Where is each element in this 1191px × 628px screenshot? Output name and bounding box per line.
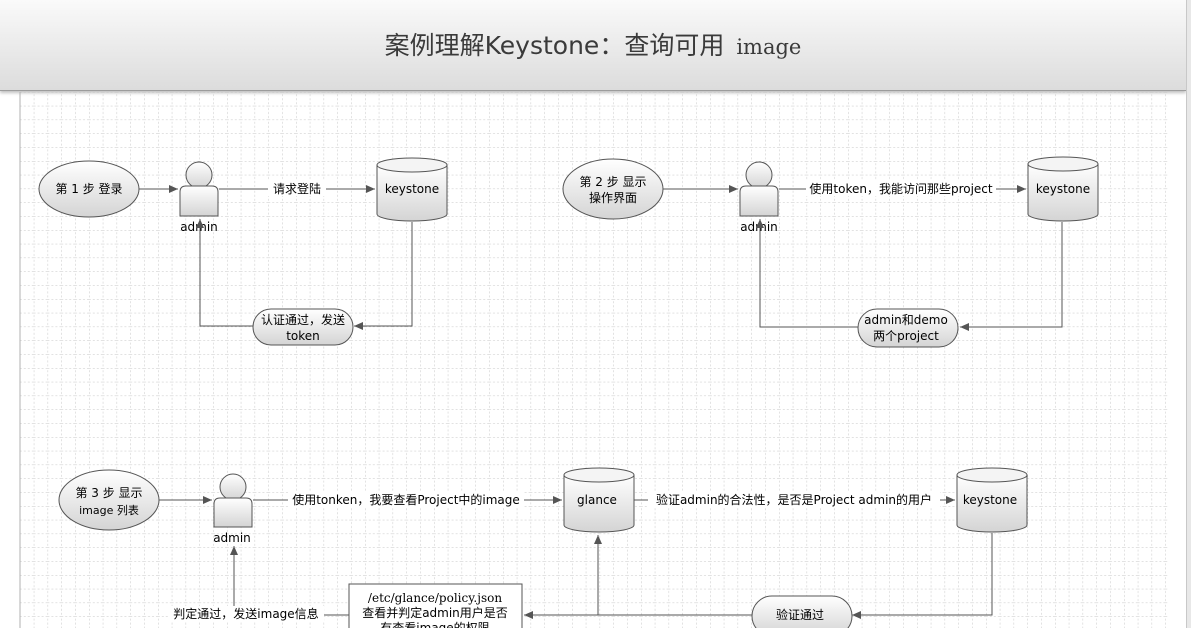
step1-keystone-cylinder[interactable] <box>376 157 448 222</box>
step1-actor-icon[interactable] <box>179 161 219 217</box>
step3-label-line2: image 列表 <box>79 503 139 517</box>
step3-request-label: 使用tonken，我要查看Project中的image <box>292 492 520 507</box>
step3-policy-line2: 查看并判定admin用户是否 <box>362 605 508 620</box>
step3-group: 第 3 步 显示 image 列表 admin glance keystone … <box>58 467 1028 628</box>
step1-arrow-back <box>196 219 253 327</box>
step2-ellipse[interactable] <box>562 158 664 220</box>
step2-group: 第 2 步 显示 操作界面 admin keystone 使用token，我能访… <box>562 156 1099 348</box>
step2-keystone-cylinder[interactable] <box>1027 156 1099 222</box>
step1-actor-label: admin <box>180 220 218 234</box>
step3-final-label-bg <box>168 606 324 622</box>
step2-keystone-label: keystone <box>1036 182 1090 196</box>
step2-label-line1: 第 2 步 显示 <box>579 175 646 189</box>
step2-label-line2: 操作界面 <box>589 190 637 205</box>
right-scroll-edge <box>1186 0 1191 628</box>
step2-actor-icon[interactable] <box>739 161 779 217</box>
step1-request-label: 请求登陆 <box>273 181 321 196</box>
step3-glance-label: glance <box>577 493 617 507</box>
step3-verify-label: 验证admin的合法性，是否是Project admin的用户 <box>656 492 932 507</box>
step2-arrow-reply <box>960 222 1063 331</box>
step1-request-label-bg <box>268 180 326 196</box>
step3-request-label-bg <box>288 491 524 507</box>
step2-request-label-bg <box>806 180 996 196</box>
step3-policy-line3: 有查看image的权限 <box>380 620 489 628</box>
step1-reply-node[interactable] <box>252 308 354 346</box>
step3-actor-icon[interactable] <box>213 473 253 528</box>
step3-label-line1: 第 3 步 显示 <box>75 486 142 500</box>
step3-glance-cylinder[interactable] <box>563 467 635 533</box>
step3-actor-label: admin <box>213 531 251 545</box>
step1-arrow-reply <box>354 222 413 330</box>
step3-verify-ok-node[interactable] <box>751 595 853 628</box>
step1-reply-line1: 认证通过，发送 <box>261 312 345 327</box>
diagram-title-suffix: image <box>736 35 802 59</box>
title-bar <box>0 0 1186 91</box>
step2-reply-line2: 两个project <box>873 329 939 343</box>
step2-arrow-back <box>756 219 858 328</box>
step3-final-label: 判定通过，发送image信息 <box>173 606 318 621</box>
step3-verify-label-bg <box>648 491 940 507</box>
step2-request-label: 使用token，我能访问那些project <box>809 181 993 196</box>
step2-actor-label: admin <box>740 220 778 234</box>
step3-policy-line1: /etc/glance/policy.json <box>368 591 502 605</box>
step1-label: 第 1 步 登录 <box>55 181 122 196</box>
step2-reply-line1: admin和demo <box>864 313 948 327</box>
diagram-title: 案例理解Keystone：查询可用 image <box>0 0 1186 90</box>
step3-ellipse[interactable] <box>58 469 160 531</box>
diagram-title-main: 案例理解Keystone：查询可用 <box>384 31 725 60</box>
step3-policy-box[interactable] <box>348 583 523 628</box>
step3-verify-ok-label: 验证通过 <box>776 607 824 622</box>
step3-keystone-label: keystone <box>963 493 1017 507</box>
step3-arrow-verify-reply <box>852 533 993 619</box>
step2-reply-node[interactable] <box>857 308 959 348</box>
step1-keystone-label: keystone <box>385 182 439 196</box>
step3-keystone-cylinder[interactable] <box>956 467 1028 533</box>
step1-reply-line2: token <box>286 329 320 343</box>
step1-group: 第 1 步 登录 admin keystone 请求登陆 认证通过，发送 tok… <box>38 157 448 346</box>
